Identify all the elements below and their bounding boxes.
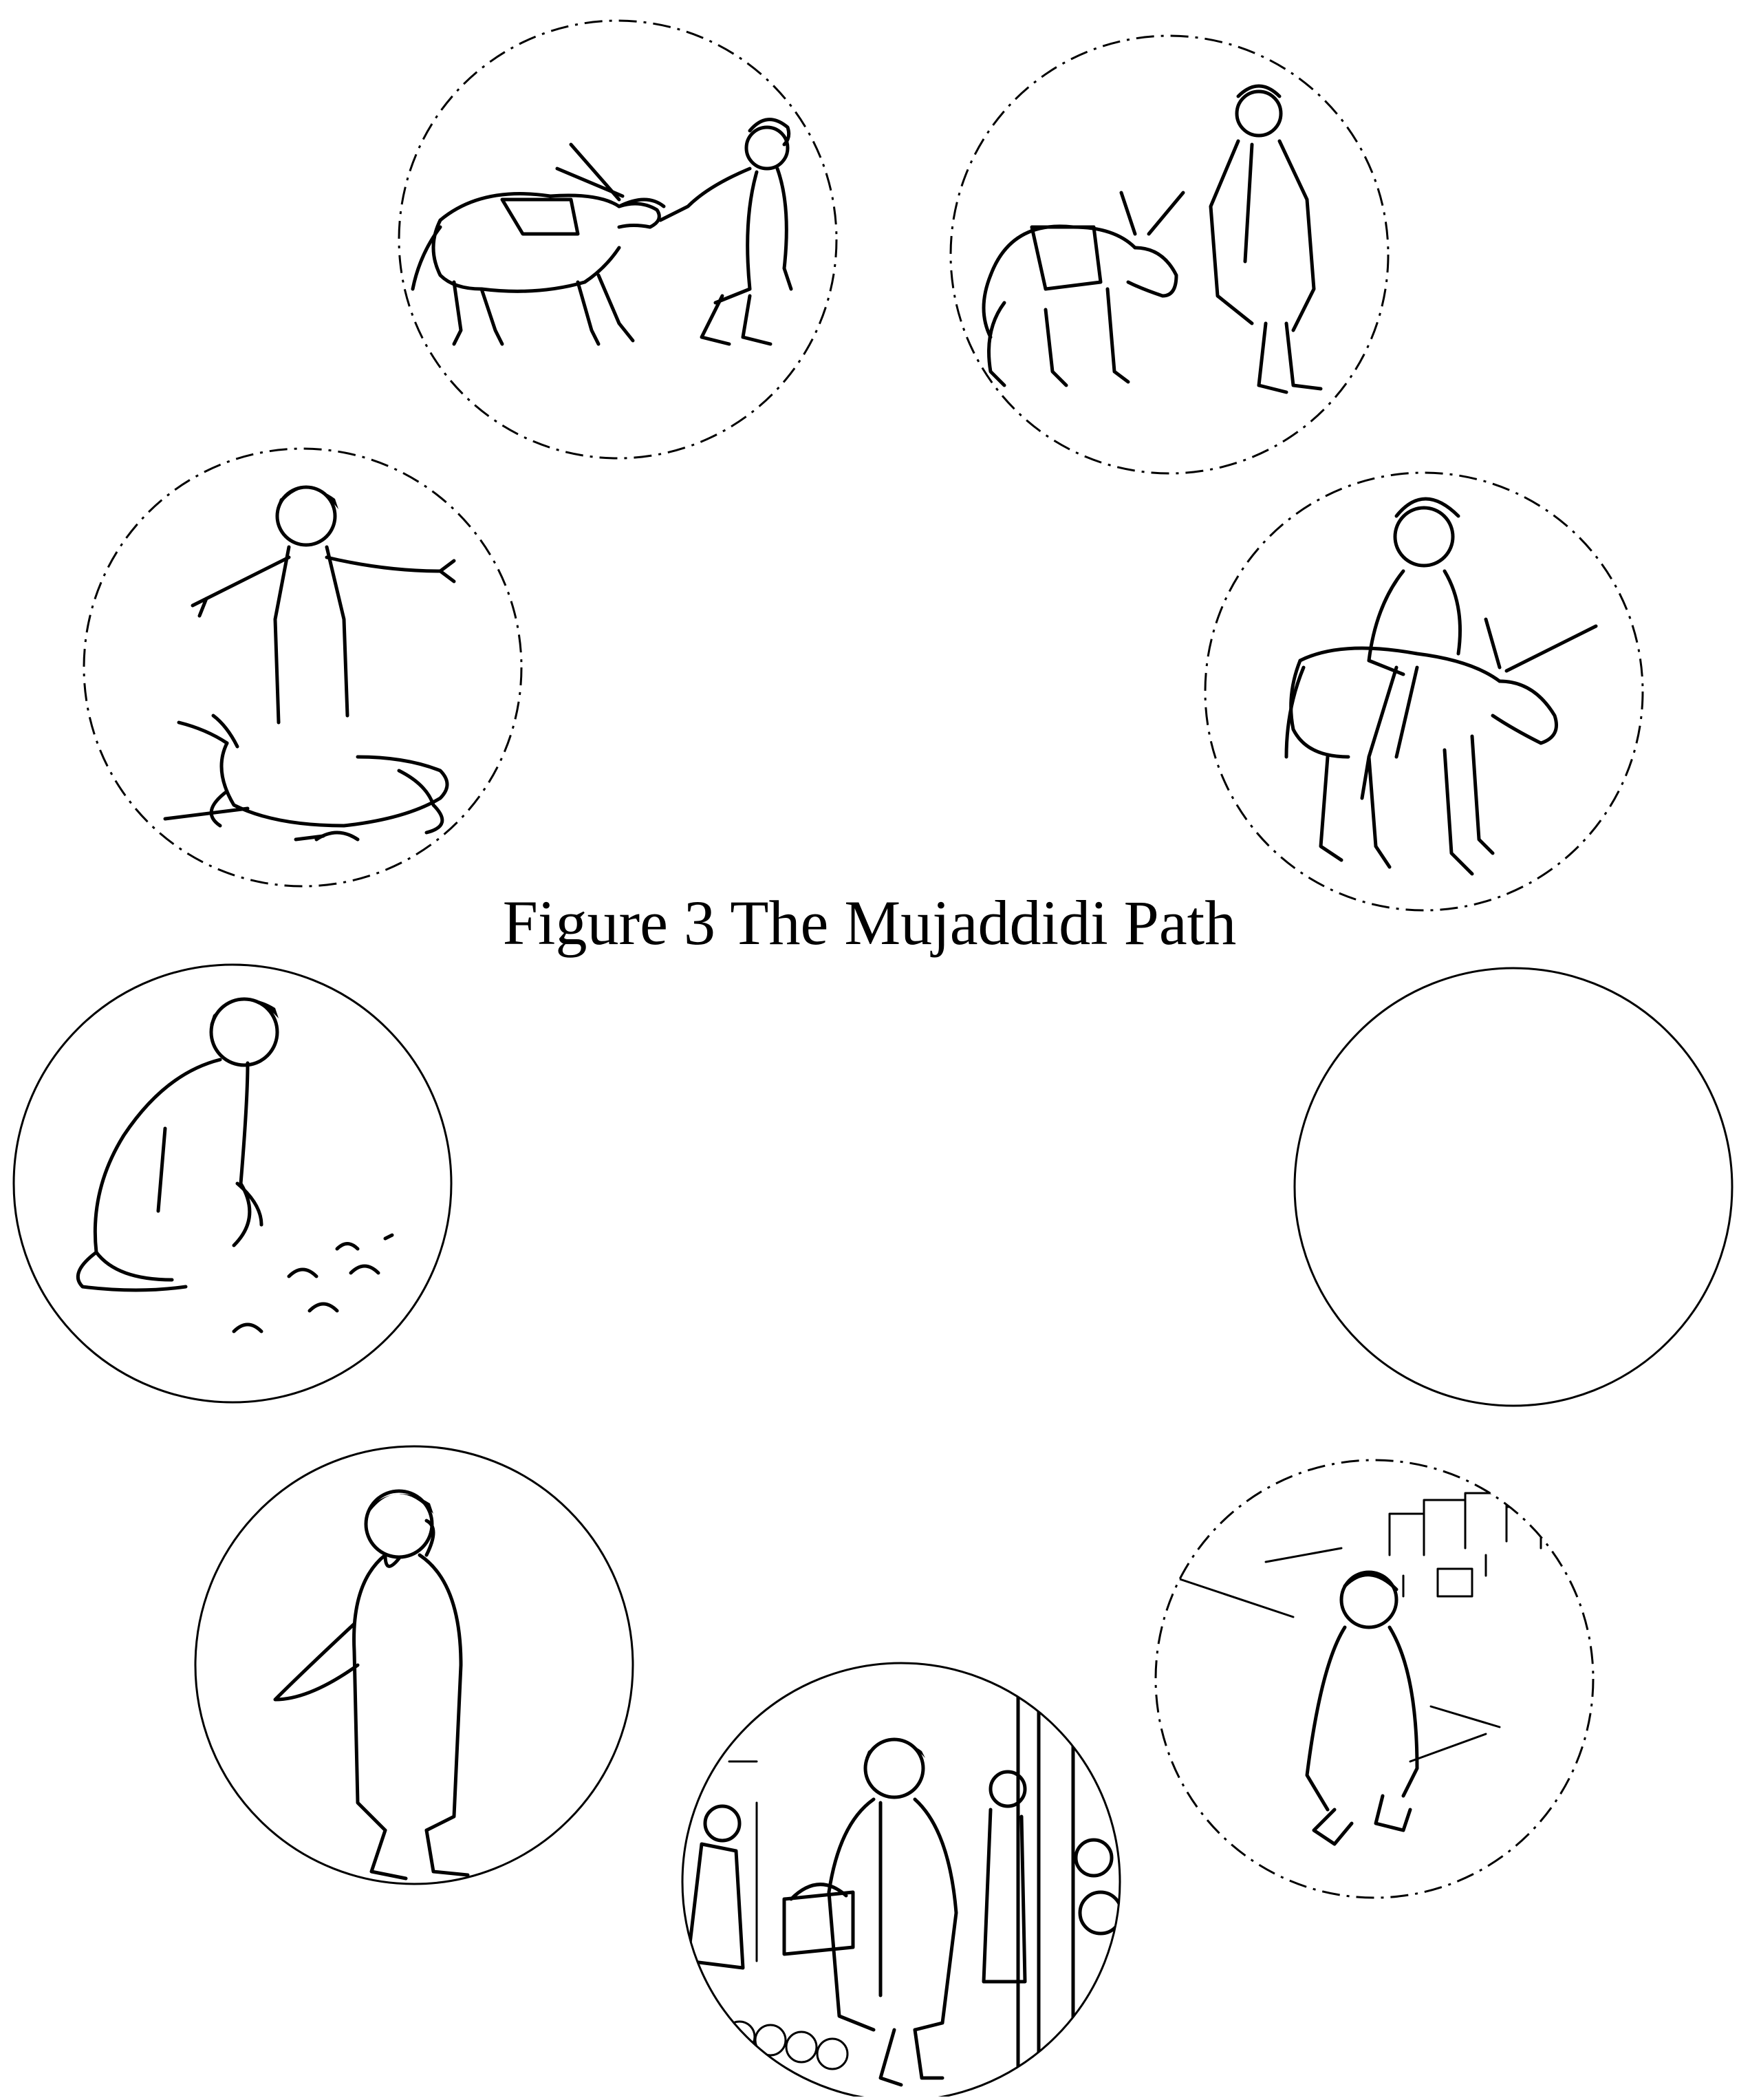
panel-frame: [1156, 1460, 1593, 1898]
panel-man-in-bazaar: [682, 1663, 1121, 2097]
panel-empty: [1295, 968, 1732, 1406]
figure-caption: Figure 3 The Mujaddidi Path: [0, 891, 1739, 954]
man-with-lying-donkey-icon: [165, 487, 454, 839]
panel-man-with-lying-donkey: [84, 449, 521, 886]
man-thinking-icon: [275, 1491, 468, 1878]
man-standing-by-donkey-icon: [984, 86, 1321, 392]
panel-man-walking-to-town: [1156, 1460, 1593, 1898]
panel-man-standing-by-donkey: [951, 36, 1388, 473]
panel-man-riding-donkey: [1205, 473, 1643, 910]
panel-frame: [399, 21, 836, 458]
man-riding-donkey-icon: [1286, 499, 1596, 874]
panel-frame: [14, 965, 451, 1402]
man-looking-at-hoofprints-icon: [78, 999, 392, 1331]
panel-man-looking-at-hoofprints: [14, 965, 451, 1402]
panel-frame: [1205, 473, 1643, 910]
panel-frame: [951, 36, 1388, 473]
panel-man-thinking: [195, 1446, 633, 1884]
man-pulling-donkey-icon: [413, 120, 791, 344]
man-walking-to-town-icon: [1169, 1493, 1541, 1844]
panel-man-pulling-donkey: [399, 21, 836, 458]
man-in-bazaar-icon: [688, 1679, 1121, 2097]
panel-frame: [682, 1663, 1120, 2097]
panel-frame: [1295, 968, 1732, 1406]
panel-frame: [84, 449, 521, 886]
panel-frame: [195, 1446, 633, 1884]
